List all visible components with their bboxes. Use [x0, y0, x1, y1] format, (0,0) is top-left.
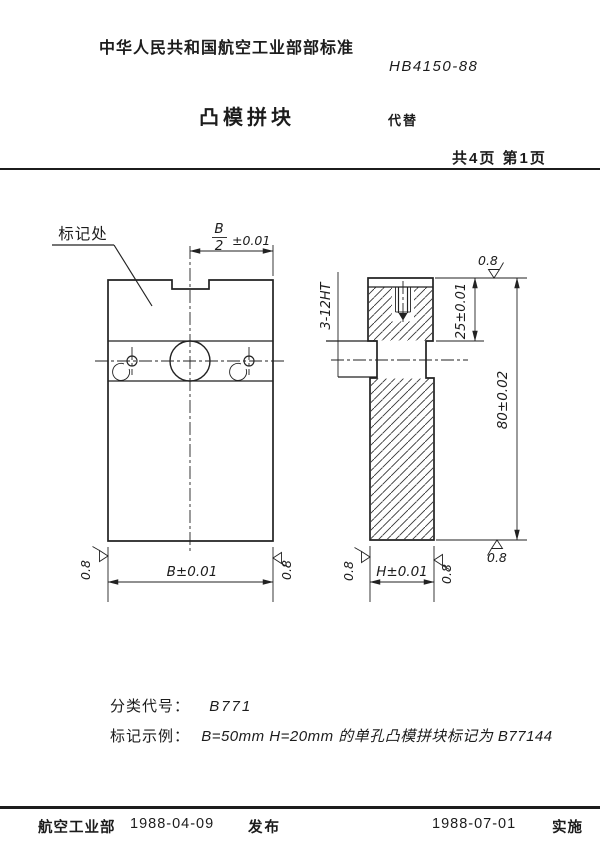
drill-point [398, 313, 408, 321]
roughness-front-right: 0.8 [272, 552, 294, 580]
footer-issuer: 航空工业部 [38, 820, 116, 836]
classification-note: 分类代号： B771 [110, 695, 252, 716]
front-outline [107, 279, 274, 542]
left-small-hole-thread-arc [112, 362, 131, 381]
roughness-side-top: 0.8 [478, 253, 504, 279]
roughness-value: 0.8 [439, 564, 454, 584]
page-info: 共4页 第1页 [452, 150, 547, 167]
class-code-label: 分类代号： [110, 698, 191, 715]
roughness-icon [354, 547, 371, 563]
roughness-h-left: 0.8 [341, 547, 371, 581]
tapped-hole [395, 281, 411, 325]
thread-callout-text: 3-12HT [319, 281, 334, 329]
footer-implement-label: 实施 [552, 820, 583, 836]
dim80-text: 80±0.02 [495, 371, 511, 430]
class-code-value: B771 [209, 698, 253, 715]
document-title: 凸模拼块 [199, 107, 295, 129]
mark-leader-line [113, 244, 153, 307]
roughness-value: 0.8 [487, 550, 507, 565]
right-small-hole-thread-arc [229, 362, 248, 381]
front-view: 标记处 B 2 ±0.01 B±0.01 0.8 0.8 [52, 221, 294, 602]
hatch-body [370, 378, 434, 540]
roughness-front-left: 0.8 [78, 546, 109, 580]
standard-number: HB4150-88 [389, 58, 479, 75]
roughness-icon [92, 546, 109, 562]
mark-location-label: 标记处 [58, 225, 108, 243]
b2-tolerance: ±0.01 [232, 233, 270, 248]
roughness-value: 0.8 [341, 561, 356, 581]
footer-publish-label: 发布 [248, 820, 281, 836]
footer-issue-date: 1988-04-09 [130, 816, 215, 832]
roughness-side-bottom-far: 0.8 [487, 539, 507, 565]
side-section-view: 3-12HT 0.8 25±0.01 80±0.02 0.8 [319, 253, 527, 602]
b2-denominator: 2 [215, 238, 224, 254]
roughness-value: 0.8 [478, 253, 498, 268]
footer-rule [0, 806, 600, 809]
roughness-h-right: 0.8 [433, 554, 454, 584]
header-rule [0, 168, 600, 171]
roughness-value: 0.8 [279, 560, 294, 580]
dim25-text: 25±0.01 [454, 283, 469, 339]
supersedes-label: 代替 [388, 113, 419, 128]
example-label: 标记示例： [110, 728, 191, 745]
example-text: B=50mm H=20mm 的单孔凸模拼块标记为 B77144 [201, 728, 553, 745]
b2-numerator: B [214, 221, 223, 237]
marking-example-note: 标记示例： B=50mm H=20mm 的单孔凸模拼块标记为 B77144 [110, 725, 553, 746]
header: 中华人民共和国航空工业部部标准 [99, 34, 354, 58]
h-dimension-text: H±0.01 [376, 564, 428, 580]
authority-line: 中华人民共和国航空工业部部标准 [99, 40, 355, 57]
b-dimension-text: B±0.01 [167, 564, 218, 580]
footer-effective-date: 1988-07-01 [432, 816, 517, 832]
roughness-value: 0.8 [78, 560, 93, 580]
